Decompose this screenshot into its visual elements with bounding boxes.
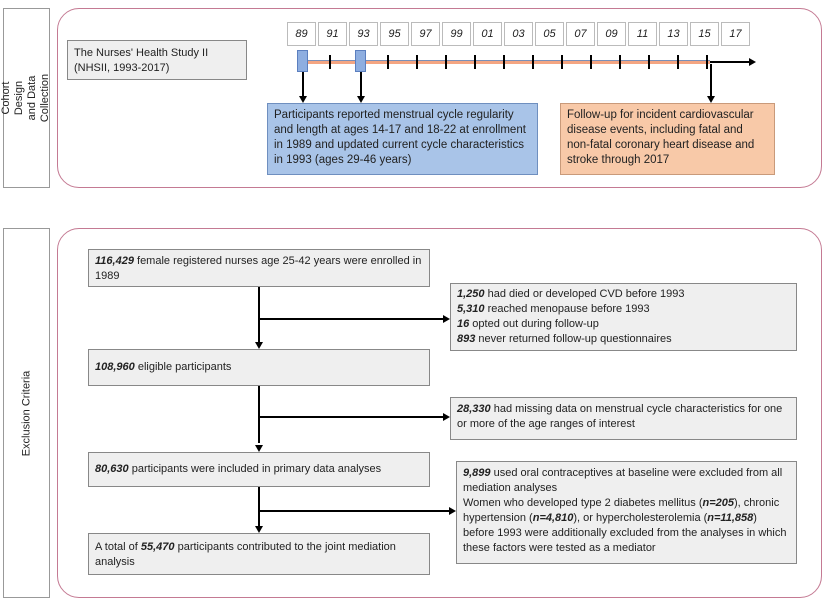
year-label: 13 bbox=[659, 22, 688, 46]
arrowhead bbox=[749, 58, 756, 66]
eligible-box: 108,960 eligible participants bbox=[88, 349, 430, 386]
year-tick bbox=[561, 55, 563, 69]
primary-analysis-box: 80,630 participants were included in pri… bbox=[88, 452, 430, 487]
year-label: 03 bbox=[504, 22, 533, 46]
year-tick bbox=[590, 55, 592, 69]
exclusion-box-3: 9,899 used oral contraceptives at baseli… bbox=[456, 461, 797, 564]
marker-1989 bbox=[297, 50, 308, 72]
year-tick bbox=[329, 55, 331, 69]
followup-box: Follow-up for incident cardiovascular di… bbox=[560, 103, 775, 175]
exclusion-box-2: 28,330 had missing data on menstrual cyc… bbox=[450, 397, 797, 440]
exposure-box: Participants reported menstrual cycle re… bbox=[267, 103, 538, 175]
year-tick bbox=[416, 55, 418, 69]
timeline-bar bbox=[302, 60, 710, 64]
year-label: 97 bbox=[411, 22, 440, 46]
exclusion-box-1: 1,250 had died or developed CVD before 1… bbox=[450, 283, 797, 351]
year-tick bbox=[474, 55, 476, 69]
year-label: 15 bbox=[690, 22, 719, 46]
year-tick bbox=[532, 55, 534, 69]
year-label: 99 bbox=[442, 22, 471, 46]
year-tick bbox=[387, 55, 389, 69]
year-tick bbox=[503, 55, 505, 69]
study-box: The Nurses' Health Study II (NHSII, 1993… bbox=[67, 40, 247, 80]
year-label: 17 bbox=[721, 22, 750, 46]
year-label: 93 bbox=[349, 22, 378, 46]
year-label: 09 bbox=[597, 22, 626, 46]
year-label: 11 bbox=[628, 22, 657, 46]
year-label: 95 bbox=[380, 22, 409, 46]
year-label: 91 bbox=[318, 22, 347, 46]
joint-analysis-box: A total of 55,470 participants contribut… bbox=[88, 533, 430, 575]
timeline-arrow bbox=[710, 61, 750, 63]
year-tick bbox=[619, 55, 621, 69]
year-tick bbox=[445, 55, 447, 69]
year-tick bbox=[648, 55, 650, 69]
exclusion-panel bbox=[57, 228, 822, 598]
year-label: 89 bbox=[287, 22, 316, 46]
year-label: 05 bbox=[535, 22, 564, 46]
section-label-exclusion: Exclusion Criteria bbox=[3, 228, 50, 598]
section-label-cohort: Cohort Design and Data Collection bbox=[1, 8, 52, 188]
enrolled-box: 116,429 female registered nurses age 25-… bbox=[88, 249, 430, 287]
year-tick bbox=[706, 55, 708, 69]
cohort-panel bbox=[57, 8, 822, 188]
marker-1993 bbox=[355, 50, 366, 72]
year-tick bbox=[677, 55, 679, 69]
year-label: 07 bbox=[566, 22, 595, 46]
year-label: 01 bbox=[473, 22, 502, 46]
